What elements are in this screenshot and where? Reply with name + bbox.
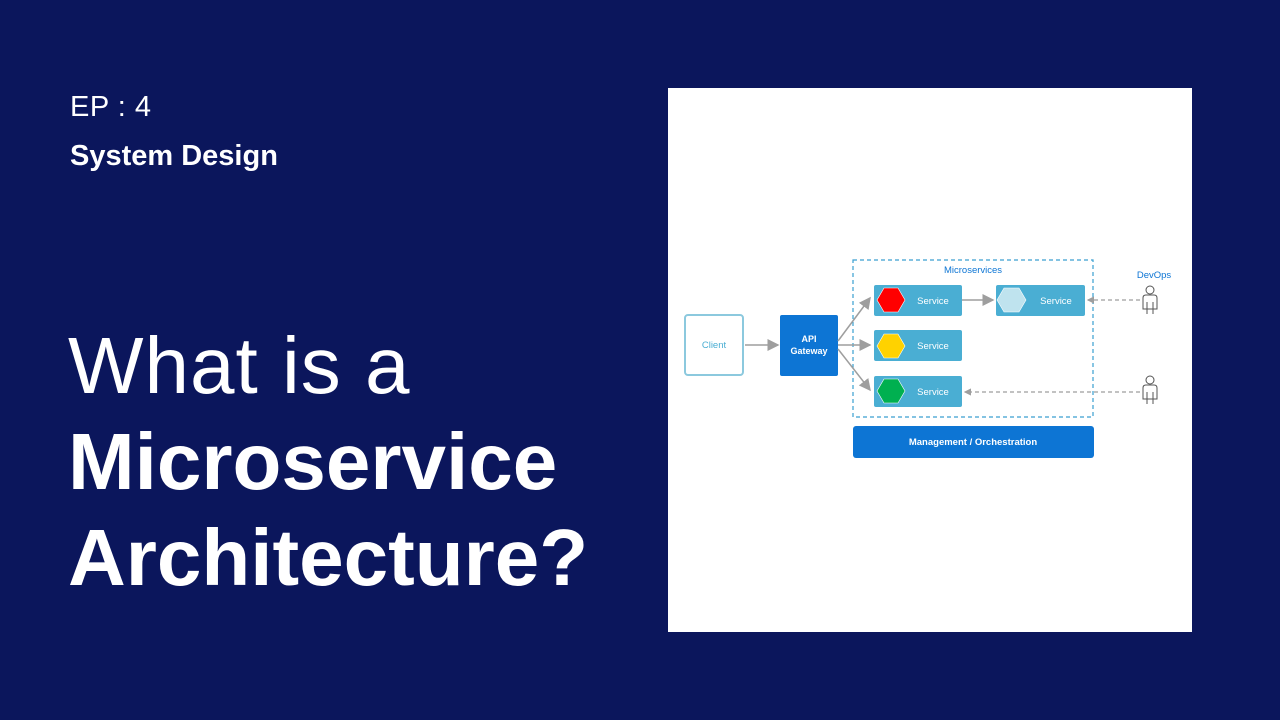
management-orchestration-label: Management / Orchestration: [909, 437, 1037, 448]
series-title: System Design: [70, 140, 278, 172]
service-hexagon-red: [876, 287, 906, 313]
service-label-3: Service: [917, 387, 949, 398]
headline-line-3: Architecture?: [68, 513, 589, 602]
service-label-1: Service: [917, 296, 949, 307]
microservices-group: [852, 259, 1094, 418]
service-label-2: Service: [917, 341, 949, 352]
api-gateway-label-line-2: Gateway: [790, 346, 827, 356]
api-gateway-box: [780, 315, 838, 376]
episode-label: EP : 4: [70, 91, 152, 123]
api-gateway-label-line-1: API: [801, 334, 816, 344]
headline: What is a Microservice Architecture?: [68, 318, 588, 606]
service-hexagon-yellow: [876, 333, 906, 359]
diagram-canvas: Microservices Client API Gateway Service…: [684, 259, 1172, 458]
service-hexagon-green: [876, 378, 906, 404]
gateway-to-service-3-arrow: [837, 348, 871, 392]
service-hexagon-light: [996, 287, 1027, 313]
service-label-4: Service: [1040, 296, 1072, 307]
headline-line-1: What is a: [68, 321, 411, 410]
person-icon: [1142, 375, 1158, 404]
person-icon: [1142, 285, 1158, 314]
headline-line-2: Microservice: [68, 417, 558, 506]
architecture-diagram: Microservices Client API Gateway Service…: [668, 88, 1192, 632]
microservices-label: Microservices: [944, 265, 1002, 276]
management-orchestration-bar: [853, 426, 1094, 458]
client-label: Client: [702, 340, 727, 351]
devops-label: DevOps: [1137, 270, 1172, 281]
gateway-to-service-1-arrow: [837, 296, 871, 342]
client-box: [684, 314, 744, 376]
